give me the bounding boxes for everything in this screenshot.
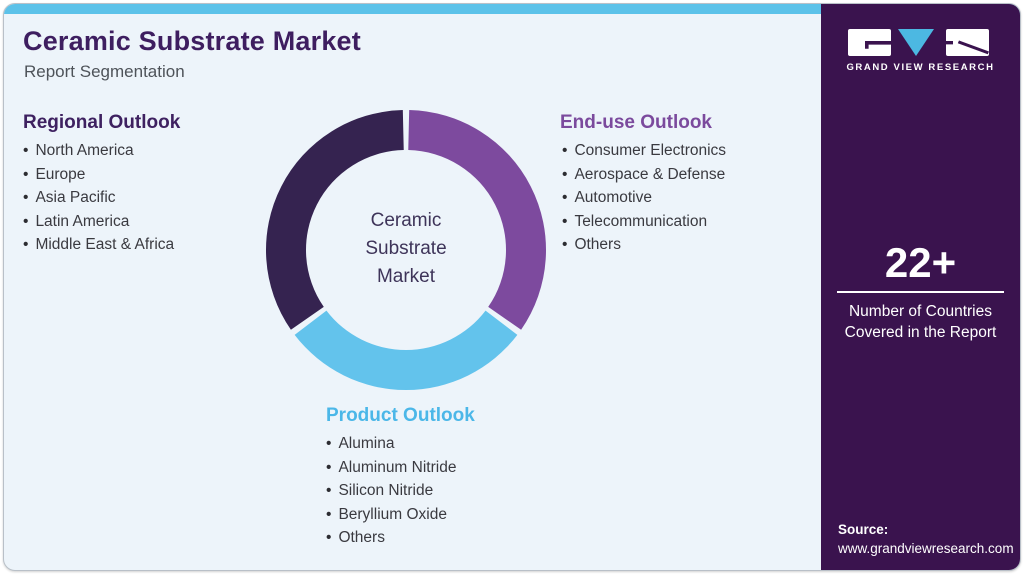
regional-outlook-list: North America Europe Asia Pacific Latin … xyxy=(23,139,174,257)
logo-letter-r xyxy=(946,29,989,56)
logo-letter-g xyxy=(848,29,891,56)
list-item: Asia Pacific xyxy=(23,186,174,210)
end-use-outlook-heading: End-use Outlook xyxy=(560,112,712,133)
stat-value: 22+ xyxy=(884,239,957,286)
countries-stat: 22+ Number of Countries Covered in the R… xyxy=(821,240,1020,343)
page-subtitle: Report Segmentation xyxy=(24,62,185,81)
list-item: Latin America xyxy=(23,210,174,234)
list-item: Beryllium Oxide xyxy=(326,503,456,527)
stat-divider xyxy=(837,291,1004,293)
gvr-logo xyxy=(848,29,989,56)
top-accent-bar xyxy=(4,4,1020,14)
list-item: North America xyxy=(23,139,174,163)
product-outlook-heading: Product Outlook xyxy=(326,405,475,426)
donut-center-label-line: Market xyxy=(376,266,436,287)
regional-outlook-heading: Regional Outlook xyxy=(23,112,181,133)
list-item: Automotive xyxy=(562,186,726,210)
donut-center-label: Ceramic Substrate Market xyxy=(306,207,506,291)
source-block: Source: www.grandviewresearch.com xyxy=(838,520,1014,558)
stat-label: Number of Countries Covered in the Repor… xyxy=(844,303,997,341)
list-item: Others xyxy=(326,526,456,550)
logo-letter-v xyxy=(898,29,934,56)
page-title: Ceramic Substrate Market xyxy=(23,26,361,56)
list-item: Silicon Nitride xyxy=(326,479,456,503)
list-item: Europe xyxy=(23,163,174,187)
donut-center-label-line: Ceramic xyxy=(370,210,442,231)
list-item: Consumer Electronics xyxy=(562,139,726,163)
list-item: Alumina xyxy=(326,432,456,456)
donut-segment xyxy=(266,110,404,330)
report-card: Ceramic Substrate Market Report Segmenta… xyxy=(3,3,1021,571)
list-item: Others xyxy=(562,233,726,257)
source-url-link[interactable]: www.grandviewresearch.com xyxy=(838,541,1014,556)
donut-chart xyxy=(266,110,546,391)
brand-sidebar: GRAND VIEW RESEARCH 22+ Number of Countr… xyxy=(821,4,1020,570)
source-label: Source: xyxy=(838,522,889,537)
brand-name: GRAND VIEW RESEARCH xyxy=(846,62,995,73)
donut-center-label-line: Substrate xyxy=(365,238,447,259)
donut-segment xyxy=(408,110,546,330)
donut-segment xyxy=(294,310,518,391)
list-item: Aerospace & Defense xyxy=(562,163,726,187)
product-outlook-list: Alumina Aluminum Nitride Silicon Nitride… xyxy=(326,432,456,550)
end-use-outlook-list: Consumer Electronics Aerospace & Defense… xyxy=(562,139,726,257)
list-item: Telecommunication xyxy=(562,210,726,234)
list-item: Middle East & Africa xyxy=(23,233,174,257)
list-item: Aluminum Nitride xyxy=(326,456,456,480)
